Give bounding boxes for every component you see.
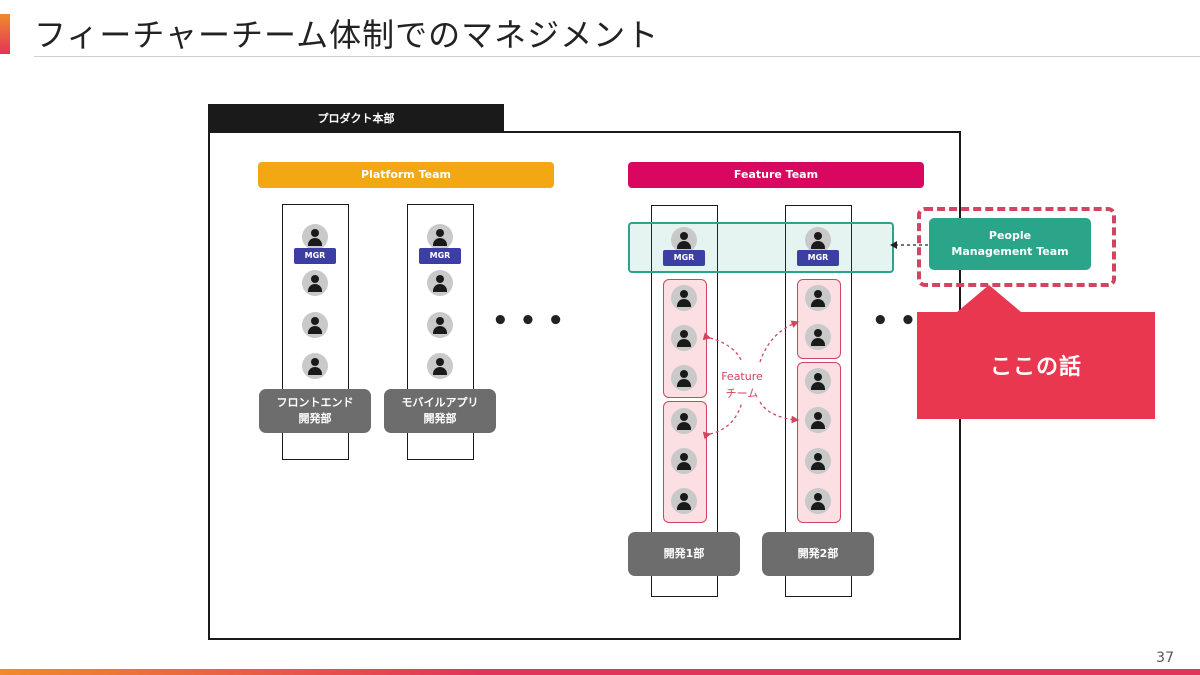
- people-management-arrow: [890, 241, 928, 249]
- department-suffix: 開発部: [298, 412, 332, 425]
- person-icon: [805, 407, 831, 433]
- feature-squad-label-line2: チーム: [725, 387, 759, 400]
- people-management-highlight: [917, 207, 1116, 287]
- feature-squad-arrows: [702, 320, 800, 440]
- feature-team-bar: Feature Team: [628, 162, 924, 188]
- department-suffix: 開発部: [423, 412, 457, 425]
- page-number: 37: [1156, 650, 1174, 666]
- person-icon: [427, 224, 453, 250]
- mobile-dept-column: [407, 204, 474, 460]
- person-icon: [805, 488, 831, 514]
- people-management-team-box: People Management Team: [929, 218, 1091, 270]
- more-departments-ellipsis: • • •: [492, 306, 565, 336]
- manager-badge: MGR: [663, 250, 705, 266]
- person-icon: [671, 488, 697, 514]
- person-icon: [805, 285, 831, 311]
- department-box: 開発1部: [628, 532, 740, 576]
- manager-badge: MGR: [797, 250, 839, 266]
- frontend-dept-column: [282, 204, 349, 460]
- person-icon: [805, 368, 831, 394]
- person-icon: [427, 270, 453, 296]
- pm-line1: People: [988, 229, 1032, 242]
- person-icon: [805, 227, 831, 253]
- platform-team-bar: Platform Team: [258, 162, 554, 188]
- person-icon: [671, 285, 697, 311]
- org-title-tab: プロダクト本部: [208, 104, 504, 133]
- manager-badge: MGR: [294, 248, 336, 264]
- department-name: モバイルアプリ: [401, 396, 479, 409]
- person-icon: [671, 365, 697, 391]
- person-icon: [671, 227, 697, 253]
- department-box: モバイルアプリ 開発部: [384, 389, 496, 433]
- department-name: 開発1部: [663, 547, 705, 560]
- department-name: 開発2部: [797, 547, 839, 560]
- person-icon: [302, 270, 328, 296]
- person-icon: [805, 324, 831, 350]
- feature-squad-label-line1: Feature: [721, 370, 763, 383]
- department-box: 開発2部: [762, 532, 874, 576]
- person-icon: [671, 448, 697, 474]
- callout-shape: [917, 285, 1155, 419]
- dev2-dept-column: [785, 205, 852, 597]
- department-name: フロントエンド: [276, 396, 354, 409]
- callout-text: ここの話: [989, 355, 1082, 380]
- person-icon: [671, 325, 697, 351]
- title-divider: [34, 56, 1200, 57]
- person-icon: [805, 448, 831, 474]
- person-icon: [302, 224, 328, 250]
- person-icon: [302, 312, 328, 338]
- person-icon: [671, 408, 697, 434]
- title-accent-bar: [0, 14, 10, 54]
- department-box: フロントエンド 開発部: [259, 389, 371, 433]
- footer-accent-bar: [0, 669, 1200, 675]
- dev1-dept-column: [651, 205, 718, 597]
- slide-title: フィーチャーチーム体制でのマネジメント: [34, 16, 660, 54]
- pm-line2: Management Team: [951, 245, 1069, 258]
- person-icon: [427, 353, 453, 379]
- person-icon: [427, 312, 453, 338]
- manager-band: [628, 222, 894, 273]
- feature-squad-label: Feature チーム: [712, 368, 772, 402]
- person-icon: [302, 353, 328, 379]
- manager-badge: MGR: [419, 248, 461, 264]
